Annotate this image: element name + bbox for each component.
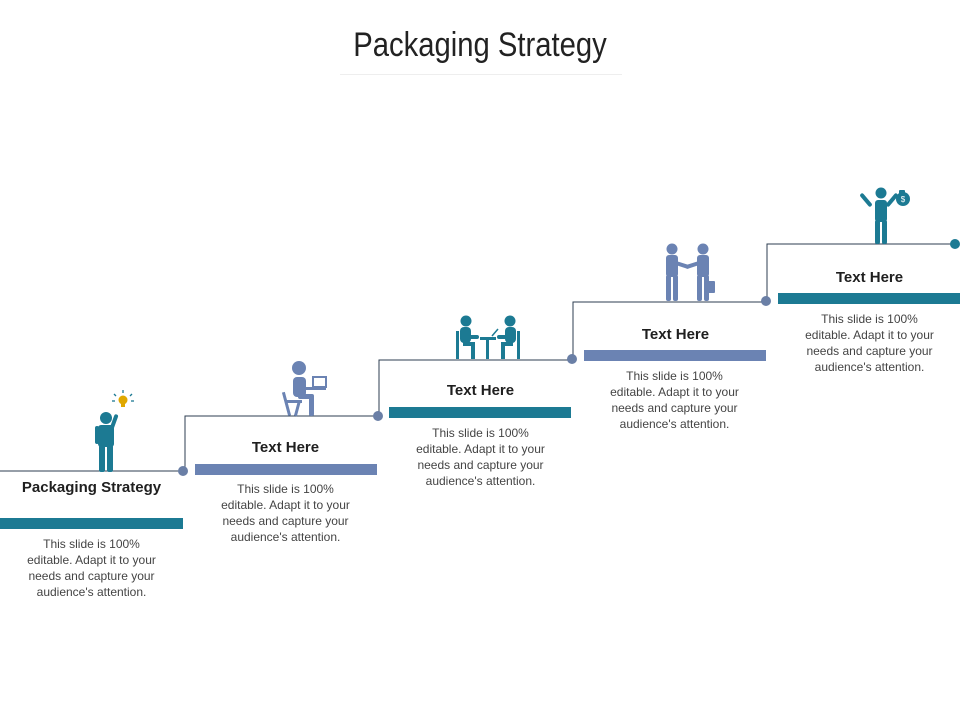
step-heading: Text Here [446, 382, 515, 399]
step-description: This slide is 100% editable. Adapt it to… [805, 312, 934, 374]
step-dot [373, 411, 383, 421]
step-description: This slide is 100% editable. Adapt it to… [221, 482, 350, 544]
step-dot [567, 354, 577, 364]
step-description: This slide is 100% editable. Adapt it to… [416, 426, 545, 488]
step-bar [389, 407, 571, 418]
step-description: This slide is 100% editable. Adapt it to… [610, 369, 739, 431]
step-dot [950, 239, 960, 249]
person-at-desk-icon [281, 361, 327, 417]
step-bar [584, 350, 766, 361]
page-title: Packaging Strategy [353, 26, 607, 64]
step-bar [778, 293, 960, 304]
step-heading: Text Here [835, 269, 904, 286]
handshake-icon [666, 243, 715, 301]
step-heading: Text Here [641, 326, 710, 343]
svg-text:$: $ [901, 195, 906, 204]
step-heading: Text Here [251, 439, 320, 456]
step-description: This slide is 100% editable. Adapt it to… [27, 537, 156, 599]
step-heading: Packaging Strategy [21, 479, 162, 496]
person-idea-icon [95, 390, 134, 472]
step-dot [178, 466, 188, 476]
step-bar [0, 518, 183, 529]
title-divider [340, 74, 622, 75]
step-dot [761, 296, 771, 306]
meeting-icon [456, 315, 520, 359]
step-bar [195, 464, 377, 475]
success-money-icon: $ [860, 187, 910, 244]
